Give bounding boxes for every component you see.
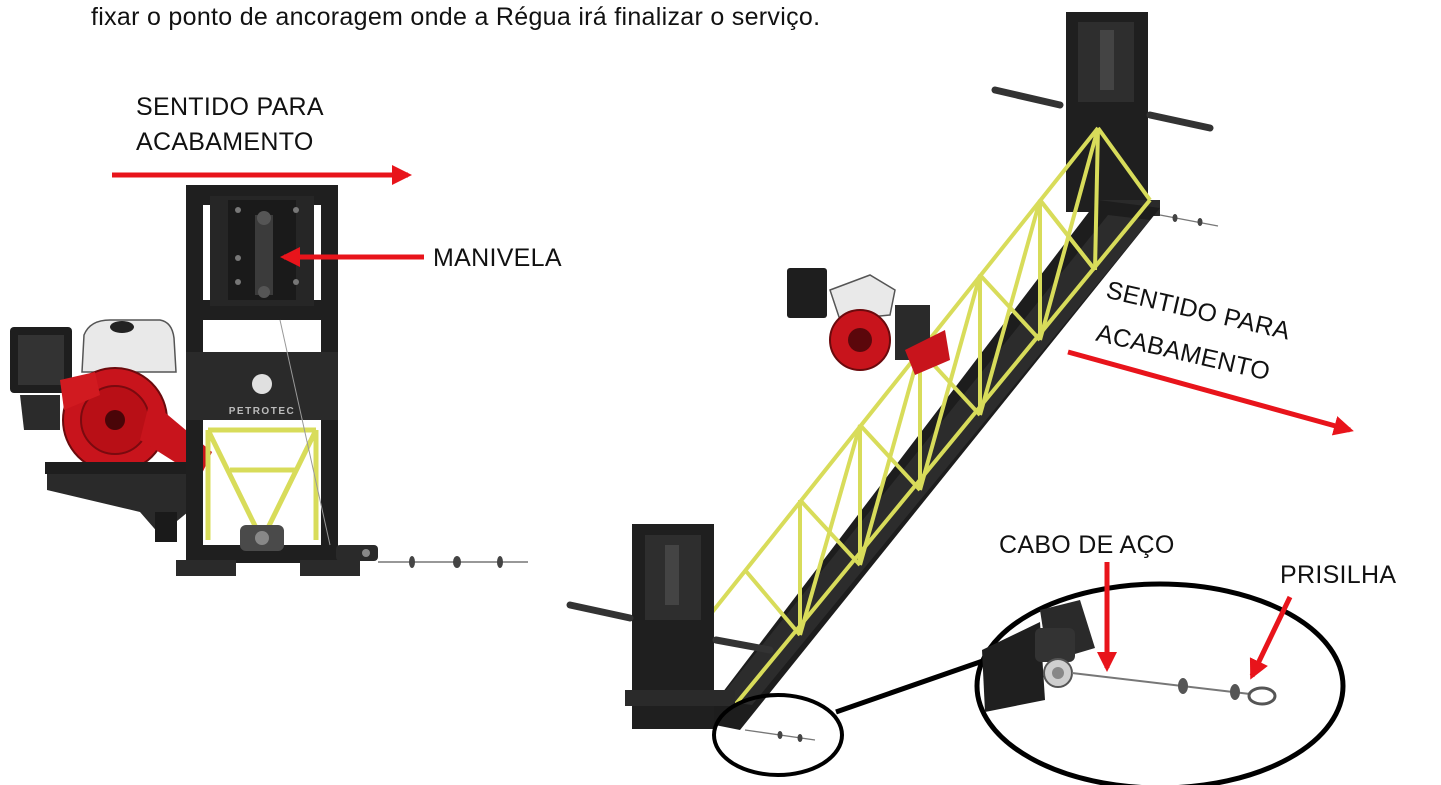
near-end-frame: [566, 524, 774, 729]
right-screed-view: [566, 12, 1354, 785]
far-cable: [1159, 214, 1219, 227]
crank-label: MANIVELA: [433, 244, 562, 272]
clip-pointer-arrow: [1249, 595, 1293, 680]
clip-label: PRISILHA: [1280, 561, 1397, 589]
right-truss: [688, 126, 1152, 707]
far-end-frame: [991, 12, 1214, 216]
near-cable: [744, 729, 816, 742]
detail-connector-line: [835, 652, 1001, 715]
clip-loop-icon: [1247, 686, 1277, 706]
detail-magnified-view: [974, 581, 1346, 785]
left-screed-view: PETROTEC: [10, 165, 528, 576]
cable-label: CABO DE AÇO: [999, 531, 1175, 559]
left-direction-label-line2: ACABAMENTO: [136, 128, 314, 156]
right-direction-arrow: [1067, 349, 1354, 436]
left-truss: [205, 427, 319, 546]
header-text: fixar o ponto de ancoragem onde a Régua …: [91, 3, 821, 31]
brand-plate: PETROTEC: [229, 406, 295, 417]
left-cable: [378, 556, 528, 568]
engine-icon: [787, 268, 950, 375]
detail-callout-circle: [712, 693, 844, 777]
left-direction-label-line1: SENTIDO PARA: [136, 93, 324, 121]
engine-icon: [10, 319, 212, 478]
